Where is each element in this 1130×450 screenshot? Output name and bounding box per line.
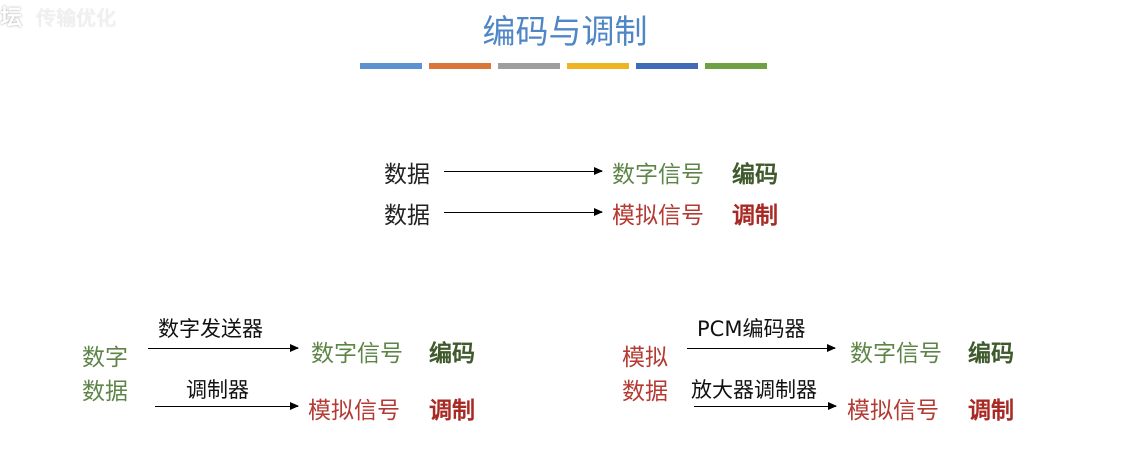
- left-row2-result: 调制: [429, 398, 475, 424]
- right-row2-arrow: [694, 402, 837, 410]
- left-row2-target: 模拟信号: [308, 398, 400, 424]
- right-row1-device: PCM编码器: [697, 317, 806, 341]
- top-row1-result: 编码: [732, 162, 778, 188]
- left-row1-device: 数字发送器: [158, 317, 263, 341]
- color-bar-1: [360, 63, 422, 69]
- top-row2-target: 模拟信号: [612, 203, 704, 229]
- watermark: 坛传输优化: [0, 0, 116, 32]
- left-row1-target: 数字信号: [311, 341, 403, 367]
- top-row2-source: 数据: [384, 203, 430, 229]
- top-row1-arrow: [444, 167, 603, 175]
- color-bar-6: [705, 63, 767, 69]
- top-row2-arrow: [444, 208, 603, 216]
- color-bar-row: [360, 63, 774, 69]
- color-bar-4: [567, 63, 629, 69]
- top-row2-result: 调制: [732, 203, 778, 229]
- top-row1-source: 数据: [384, 162, 430, 188]
- left-row1-result: 编码: [429, 341, 475, 367]
- watermark-faint: 传输优化: [36, 6, 117, 30]
- slide-title: 编码与调制: [482, 12, 648, 51]
- color-bar-3: [498, 63, 560, 69]
- left-row1-arrow: [148, 344, 299, 352]
- top-row1-target: 数字信号: [612, 162, 704, 188]
- right-row2-target: 模拟信号: [847, 398, 939, 424]
- left-row2-device: 调制器: [186, 378, 249, 402]
- color-bar-5: [636, 63, 698, 69]
- right-row1-arrow: [687, 344, 836, 352]
- watermark-char: 坛: [0, 6, 23, 31]
- right-row1-result: 编码: [968, 341, 1014, 367]
- color-bar-2: [429, 63, 491, 69]
- left-row2-arrow: [155, 402, 299, 410]
- right-source-line1: 模拟: [622, 345, 668, 371]
- right-row2-device: 放大器调制器: [691, 378, 817, 402]
- right-source-line2: 数据: [622, 379, 668, 405]
- right-row1-target: 数字信号: [850, 341, 942, 367]
- left-source-line1: 数字: [82, 345, 128, 371]
- left-source-line2: 数据: [82, 379, 128, 405]
- right-row2-result: 调制: [968, 398, 1014, 424]
